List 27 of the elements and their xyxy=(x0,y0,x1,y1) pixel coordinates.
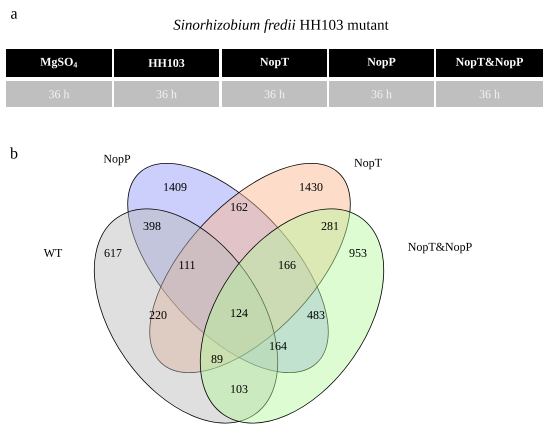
table-title: Sinorhizobium fredii HH103 mutant xyxy=(173,19,389,33)
set-label: WT xyxy=(44,249,62,258)
region-count: 1430 xyxy=(300,182,322,192)
region-count: 111 xyxy=(180,261,195,269)
region-count: 220 xyxy=(150,310,166,320)
panel-label: a xyxy=(11,11,18,19)
region-count: 103 xyxy=(231,384,248,394)
region-count: 166 xyxy=(279,260,296,270)
region-count: 953 xyxy=(349,248,366,258)
region-count: 164 xyxy=(270,342,287,350)
region-count: 124 xyxy=(231,309,248,317)
region-count: 89 xyxy=(211,354,222,364)
region-count: 281 xyxy=(322,222,338,230)
header-cell: NopT xyxy=(222,49,327,77)
header-cell: NopP xyxy=(329,49,434,77)
region-count: 162 xyxy=(231,202,248,212)
set-label: NopT xyxy=(354,158,382,170)
panel-label: b xyxy=(10,147,18,159)
header-cell: NopT&NopP xyxy=(436,49,543,77)
region-count: 398 xyxy=(144,222,160,230)
header-cell: HH103 xyxy=(114,49,219,77)
set-label: NopP xyxy=(104,154,130,166)
region-count: 617 xyxy=(104,248,122,258)
region-count: 1409 xyxy=(164,182,186,192)
header-cell: MgSO$_{4}$ xyxy=(6,49,112,77)
region-count: 483 xyxy=(307,310,324,320)
set-label: NopT&NopP xyxy=(408,242,472,254)
